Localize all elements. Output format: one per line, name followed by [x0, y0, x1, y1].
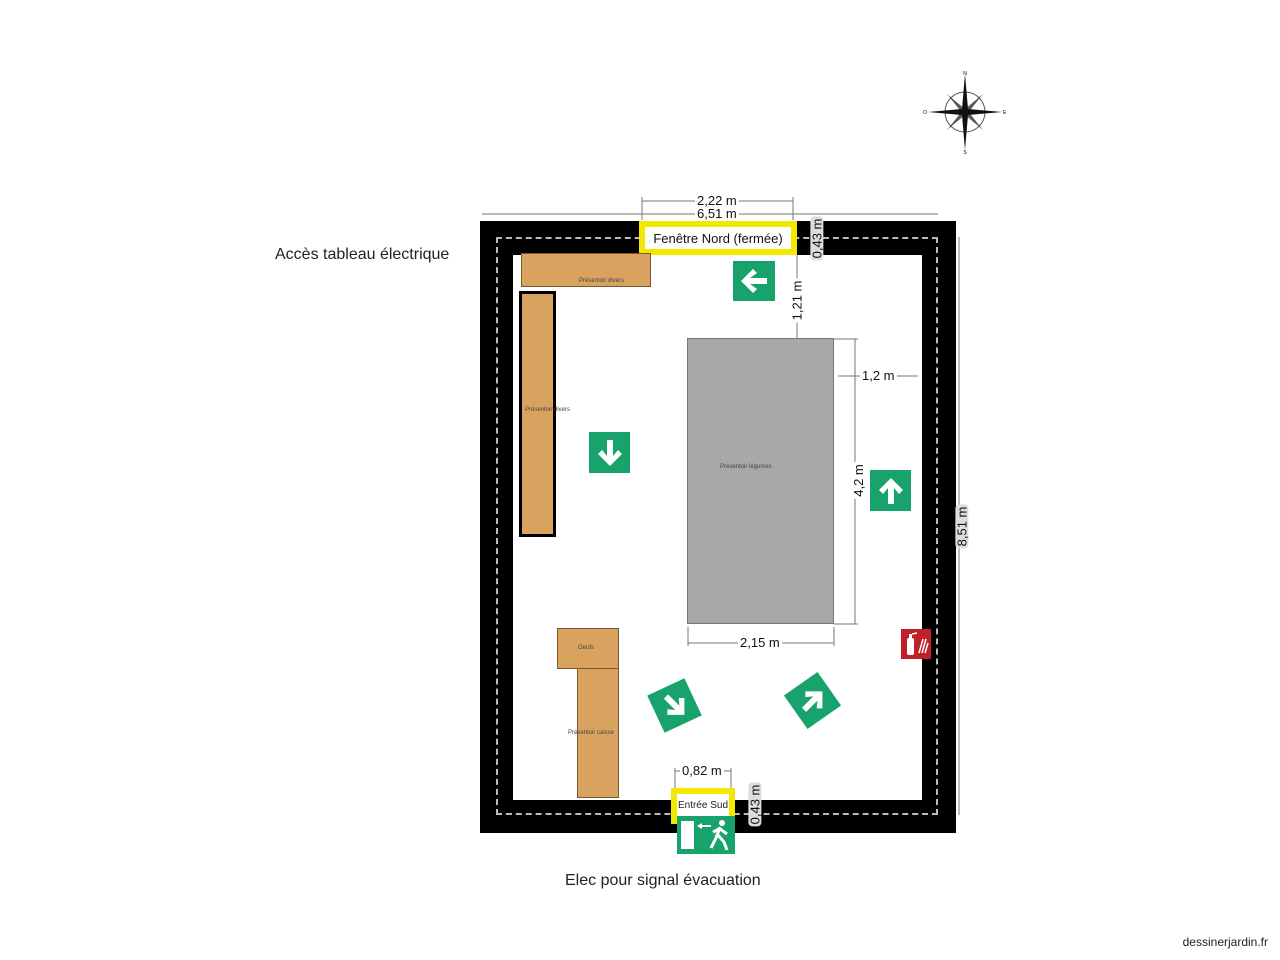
left-display-label: Présentoir divers	[525, 407, 571, 413]
arrow-up-icon	[870, 470, 911, 511]
arrow-left-icon	[733, 261, 775, 301]
eggs-display: Oeufs	[557, 628, 619, 669]
dim-entrance-width: 0,82 m	[680, 763, 724, 778]
evacuation-power-label: Elec pour signal évacuation	[565, 872, 761, 889]
left-display: Présentoir divers	[519, 291, 570, 537]
dim-window-width: 2,22 m	[695, 193, 739, 208]
fire-extinguisher-icon	[901, 629, 931, 659]
north-window: Fenêtre Nord (fermée)	[639, 221, 797, 255]
compass-e: E	[1003, 110, 1007, 116]
electrical-panel-label: Accès tableau électrique	[275, 246, 450, 263]
dim-room-width: 6,51 m	[695, 206, 739, 221]
dim-display-width: 2,15 m	[738, 635, 782, 650]
arrow-down-icon	[589, 432, 630, 473]
vegetable-display: Présentoir légumes	[687, 338, 834, 624]
north-window-label: Fenêtre Nord (fermée)	[645, 227, 791, 249]
dim-window-to-display: 1,21 m	[789, 278, 805, 323]
compass-n: N	[963, 71, 967, 77]
dim-display-to-wall: 1,2 m	[860, 368, 897, 383]
dim-room-length: 8,51 m	[954, 504, 970, 549]
vegetable-display-label: Présentoir légumes	[720, 464, 772, 470]
emergency-exit-icon	[677, 816, 735, 854]
arrow-down-right-icon	[647, 678, 702, 733]
dim-south-wall: 0,43 m	[747, 782, 763, 827]
top-display: Présentoir divers	[521, 253, 651, 287]
top-display-label: Présentoir divers	[579, 278, 625, 284]
compass-s: S	[963, 150, 967, 156]
checkout-display-label: Présentoir caisse	[568, 730, 615, 736]
checkout-display: Présentoir caisse	[568, 668, 619, 798]
compass-w: O	[923, 110, 927, 116]
dim-north-wall: 0,43 m	[809, 216, 825, 261]
watermark: dessinerjardin.fr	[1182, 935, 1268, 949]
dim-display-height: 4,2 m	[850, 462, 866, 499]
south-entrance-label: Entrée Sud	[677, 794, 729, 816]
eggs-label: Oeufs	[578, 645, 595, 651]
arrow-up-right-icon	[783, 671, 842, 730]
compass-rose-icon: N S O E	[923, 71, 1007, 156]
